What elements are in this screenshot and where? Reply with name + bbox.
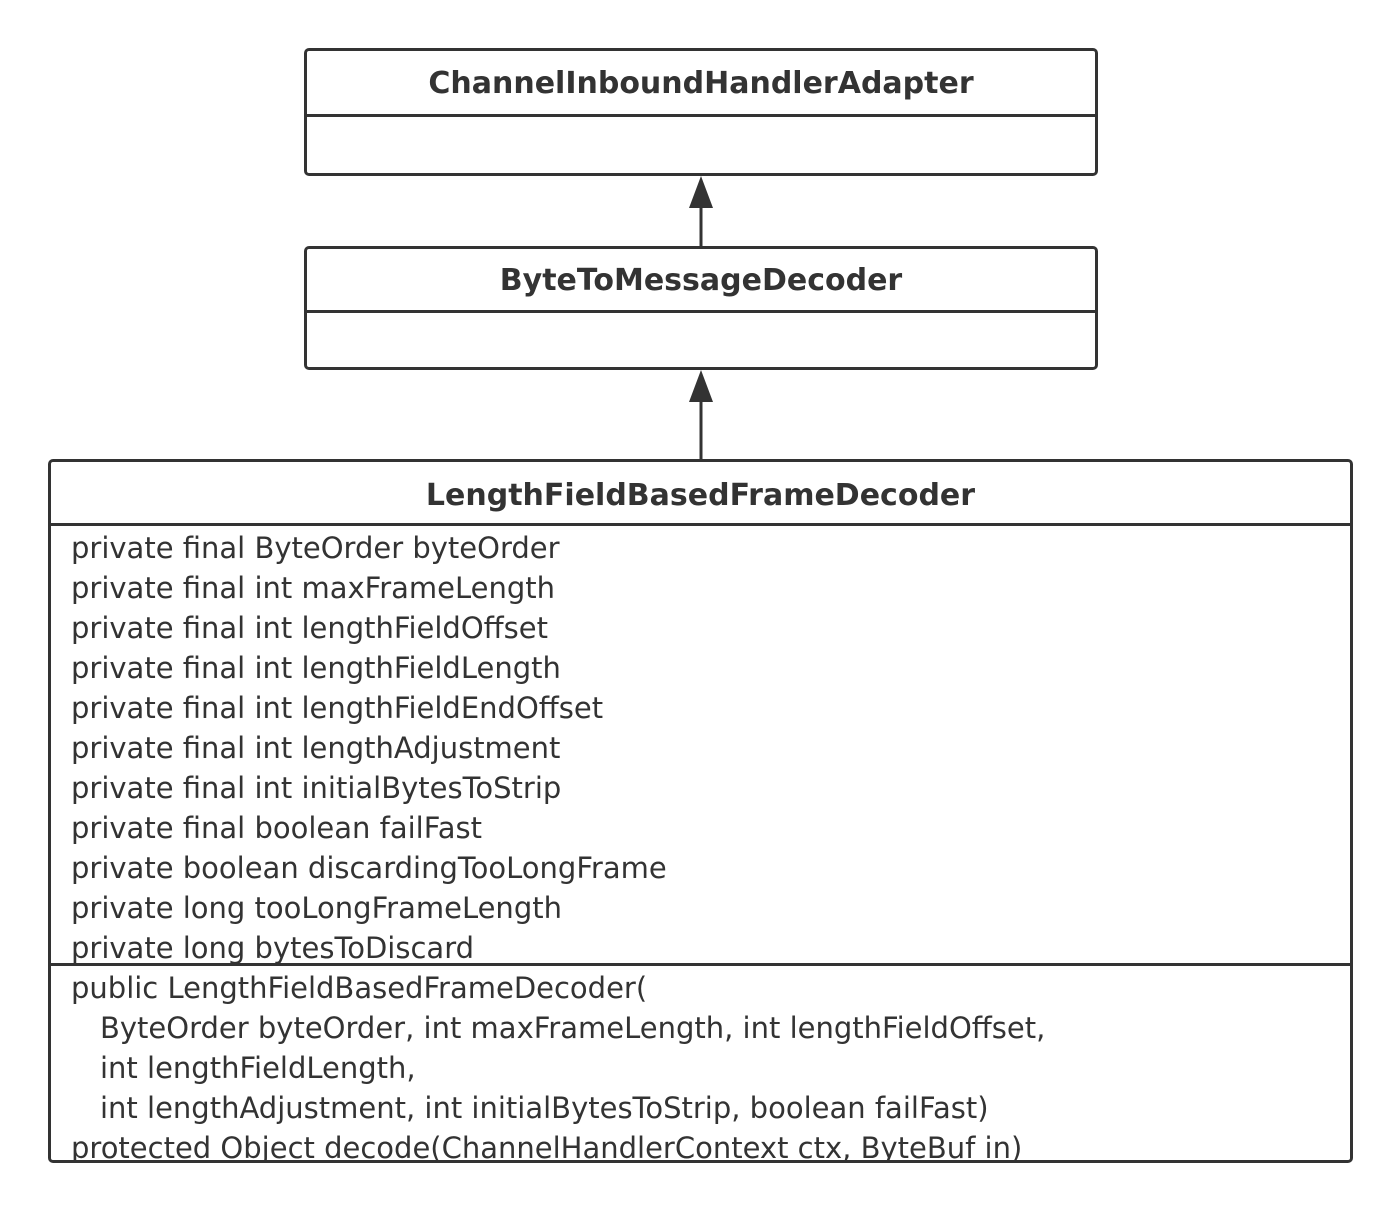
- attribute-length-field-length: private final int lengthFieldLength: [71, 651, 561, 685]
- operations-compartment: public LengthFieldBasedFrameDecoder( Byt…: [51, 966, 1350, 1163]
- attribute-discarding-too-long-frame: private boolean discardingTooLongFrame: [71, 851, 667, 885]
- attribute-length-field-end-offset: private final int lengthFieldEndOffset: [71, 691, 604, 725]
- attribute-fail-fast: private final boolean failFast: [71, 811, 482, 845]
- inheritance-arrow-c-to-b: [689, 370, 713, 459]
- operation-constructor-params-line-1: ByteOrder byteOrder, int maxFrameLength,…: [100, 1011, 1046, 1045]
- attribute-too-long-frame-length: private long tooLongFrameLength: [71, 891, 562, 925]
- attribute-length-adjustment: private final int lengthAdjustment: [71, 731, 561, 765]
- attribute-length-field-offset: private final int lengthFieldOffset: [71, 611, 548, 645]
- operation-decode: protected Object decode(ChannelHandlerCo…: [71, 1131, 1023, 1163]
- class-byte-to-message-decoder[interactable]: ByteToMessageDecoder: [304, 246, 1098, 370]
- operation-constructor-signature: public LengthFieldBasedFrameDecoder(: [71, 971, 648, 1005]
- attribute-byte-order: private final ByteOrder byteOrder: [71, 531, 560, 565]
- operation-constructor-params-line-2: int lengthFieldLength,: [100, 1051, 416, 1085]
- arrowhead: [689, 176, 713, 208]
- attributes-compartment: private final ByteOrder byteOrder privat…: [51, 526, 1350, 966]
- class-name: LengthFieldBasedFrameDecoder: [51, 462, 1350, 526]
- operation-constructor-params-line-3: int lengthAdjustment, int initialBytesTo…: [100, 1091, 989, 1125]
- class-length-field-based-frame-decoder[interactable]: LengthFieldBasedFrameDecoder private fin…: [48, 459, 1353, 1163]
- arrowhead: [689, 370, 713, 402]
- attribute-initial-bytes-to-strip: private final int initialBytesToStrip: [71, 771, 562, 805]
- attribute-bytes-to-discard: private long bytesToDiscard: [71, 931, 475, 965]
- inheritance-arrow-b-to-a: [689, 176, 713, 246]
- class-channel-inbound-handler-adapter[interactable]: ChannelInboundHandlerAdapter: [304, 48, 1098, 176]
- class-name: ChannelInboundHandlerAdapter: [307, 51, 1095, 117]
- attribute-max-frame-length: private final int maxFrameLength: [71, 571, 556, 605]
- class-name: ByteToMessageDecoder: [307, 249, 1095, 313]
